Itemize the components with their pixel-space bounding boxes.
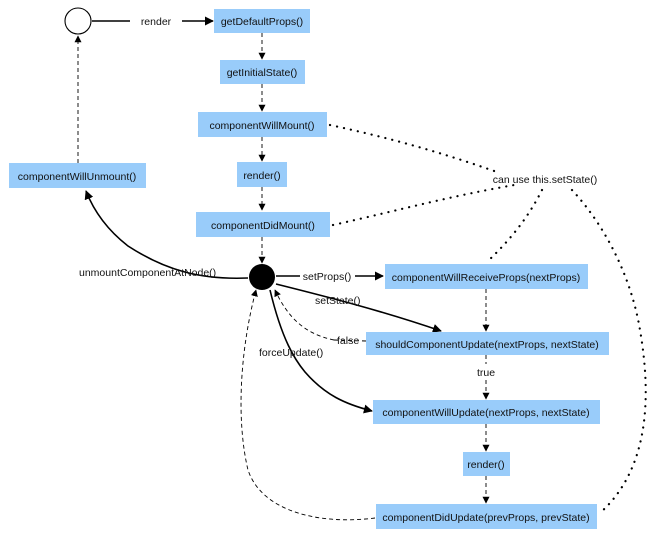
edge-unmount-to-componentwillunmount <box>84 190 249 280</box>
svg-text:componentWillUpdate(nextProps,: componentWillUpdate(nextProps, nextState… <box>382 407 589 419</box>
node-render-update: render() <box>463 452 510 476</box>
node-componentwillunmount: componentWillUnmount() <box>9 163 146 188</box>
label-forceupdate: forceUpdate() <box>259 347 323 359</box>
dotted-componentwillreceiveprops-to-note <box>485 188 544 264</box>
node-componentwillreceiveprops: componentWillReceiveProps(nextProps) <box>385 264 588 289</box>
edge-false-to-hub <box>274 289 335 341</box>
dotted-componentwillmount-to-note <box>328 123 499 174</box>
svg-text:componentWillMount(): componentWillMount() <box>209 120 314 132</box>
label-render: render <box>141 16 172 28</box>
label-true: true <box>477 367 495 379</box>
label-setprops: setProps() <box>303 271 351 283</box>
svg-text:shouldComponentUpdate(nextProp: shouldComponentUpdate(nextProps, nextSta… <box>375 339 599 351</box>
edge-componentdidupdate-to-hub <box>240 289 376 521</box>
edge-setstate-to-shouldcomponentupdate <box>275 283 442 333</box>
node-componentwillupdate: componentWillUpdate(nextProps, nextState… <box>373 400 600 424</box>
node-componentdidupdate: componentDidUpdate(prevProps, prevState) <box>376 504 597 529</box>
edge-false-right <box>333 339 367 342</box>
node-shouldcomponentupdate: shouldComponentUpdate(nextProps, nextSta… <box>366 332 609 355</box>
svg-text:componentDidUpdate(prevProps,: componentDidUpdate(prevProps, prevState) <box>382 512 589 524</box>
svg-text:getInitialState(): getInitialState() <box>227 67 298 79</box>
svg-text:componentDidMount(): componentDidMount() <box>211 220 315 232</box>
dotted-componentdidmount-to-note <box>331 182 522 227</box>
node-componentwillmount: componentWillMount() <box>198 112 327 137</box>
node-componentdidmount: componentDidMount() <box>196 212 330 237</box>
node-render-mount: render() <box>237 162 287 187</box>
label-setstate: setState() <box>315 295 361 307</box>
svg-text:componentWillUnmount(): componentWillUnmount() <box>18 171 136 183</box>
label-false: false <box>337 335 359 347</box>
svg-text:componentWillReceiveProps(next: componentWillReceiveProps(nextProps) <box>392 272 581 284</box>
hub-circle <box>249 264 275 290</box>
node-getdefaultprops: getDefaultProps() <box>214 9 310 33</box>
connectors <box>74 16 647 521</box>
label-unmount-component-at-node: unmountComponentAtNode() <box>79 267 216 279</box>
start-circle <box>64 7 92 35</box>
svg-text:getDefaultProps(): getDefaultProps() <box>221 16 303 28</box>
node-getinitialstate: getInitialState() <box>220 60 305 84</box>
svg-text:render(): render() <box>243 170 280 182</box>
label-can-use-setstate: can use this.setState() <box>493 174 597 186</box>
svg-text:render(): render() <box>467 459 504 471</box>
edge-forceupdate-to-componentwillupdate <box>269 289 373 414</box>
